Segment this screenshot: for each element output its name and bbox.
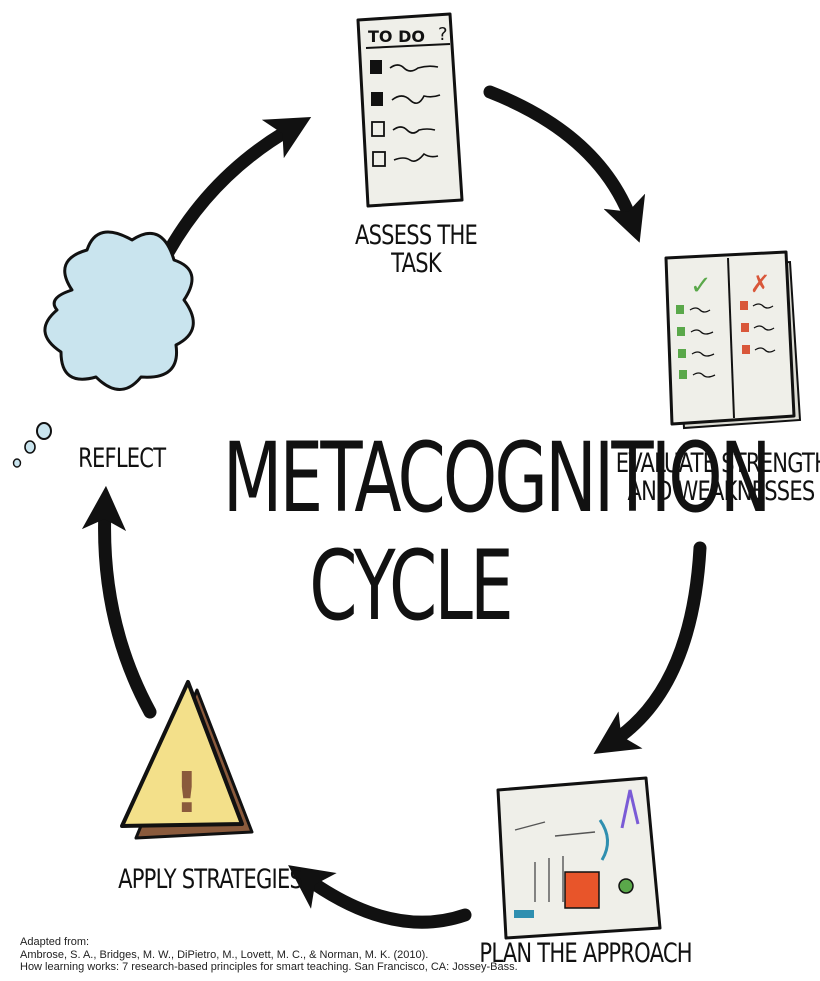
cross-mark-icon: ✗ xyxy=(750,270,770,298)
citation-credit: Adapted from: Ambrose, S. A., Bridges, M… xyxy=(20,936,518,974)
todo-question-mark: ? xyxy=(438,24,448,45)
credit-line-1: Adapted from: xyxy=(20,936,90,948)
warning-exclamation: ! xyxy=(174,761,200,826)
weakness-bullet-3 xyxy=(742,345,750,354)
todo-checkbox-3 xyxy=(371,121,385,137)
warning-triangle-icon xyxy=(120,680,254,840)
thought-bubble-2 xyxy=(24,440,36,454)
step-label-evaluate: EVALUATE STRENGTHS AND WEAKNESSES xyxy=(615,448,820,507)
plan-green-marker xyxy=(618,878,634,894)
title-line-1: METACOGNITION xyxy=(222,422,772,534)
strength-bullet-2 xyxy=(677,327,685,336)
plan-approach-icon xyxy=(496,776,662,940)
todo-header-text: TO DO xyxy=(368,27,425,46)
todo-checkbox-1 xyxy=(370,60,382,74)
step-label-plan: PLAN THE APPROACH xyxy=(479,938,692,969)
plan-orange-block xyxy=(564,871,600,909)
step-label-assess: ASSESS THE TASK xyxy=(354,220,478,279)
thought-bubble-1 xyxy=(36,422,52,440)
step-label-apply: APPLY STRATEGIES xyxy=(118,864,303,895)
thought-bubble-3 xyxy=(12,458,22,468)
todo-checkbox-2 xyxy=(371,92,383,106)
weakness-bullet-1 xyxy=(740,301,748,310)
plan-teal-tab xyxy=(514,910,534,918)
arrow-assess-to-evaluate xyxy=(483,85,646,243)
check-mark-icon: ✓ xyxy=(690,271,712,301)
todo-checkbox-4 xyxy=(372,151,386,167)
arrow-plan-to-apply xyxy=(288,865,472,929)
step-label-reflect: REFLECT xyxy=(78,443,166,474)
strength-bullet-1 xyxy=(676,305,684,314)
todo-list-icon xyxy=(356,12,464,208)
thought-cloud-icon xyxy=(12,230,195,468)
diagram-title: METACOGNITION CYCLE xyxy=(222,422,772,642)
arrow-apply-to-reflect xyxy=(81,485,157,719)
evaluate-notebook-icon xyxy=(664,250,802,430)
strength-bullet-4 xyxy=(679,370,687,379)
credit-line-3: How learning works: 7 research-based pri… xyxy=(20,961,518,973)
title-line-2: CYCLE xyxy=(309,529,513,642)
credit-line-2: Ambrose, S. A., Bridges, M. W., DiPietro… xyxy=(20,948,429,961)
arrow-reflect-to-assess xyxy=(158,117,312,265)
arrow-evaluate-to-plan xyxy=(593,541,707,755)
strength-bullet-3 xyxy=(678,349,686,358)
weakness-bullet-2 xyxy=(741,323,749,332)
